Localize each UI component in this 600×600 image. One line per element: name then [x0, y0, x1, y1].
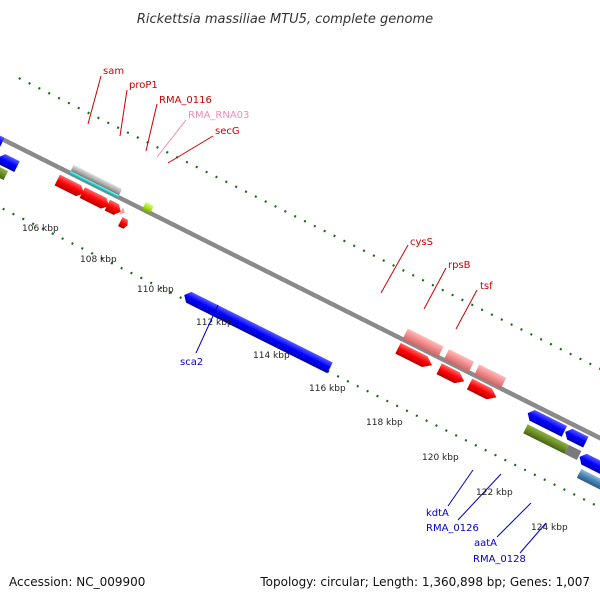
genome-track	[0, 77, 600, 517]
label-sam: sam	[103, 66, 124, 77]
gene-labels: sam proP1 RMA_0116 RMA_RNA03 secG cysS r…	[103, 66, 526, 565]
gene-rma-rna03[interactable]	[119, 207, 126, 216]
leader-sam	[87, 75, 102, 125]
label-leaders	[87, 75, 547, 554]
tick-label-120: 120 kbp	[422, 453, 459, 463]
label-tsf: tsf	[480, 281, 493, 292]
tick-label-108: 108 kbp	[80, 255, 117, 265]
leader-cysS	[380, 244, 409, 294]
label-rma-0116: RMA_0116	[159, 95, 212, 106]
label-rma-0126: RMA_0126	[426, 523, 479, 534]
tick-label-118: 118 kbp	[366, 418, 403, 428]
tick-label-112: 112 kbp	[196, 318, 233, 328]
accession-text: Accession: NC_009900	[9, 575, 145, 589]
gene-blue-right-2[interactable]	[563, 427, 589, 448]
gene-red-4[interactable]	[118, 217, 130, 230]
gene-blue-right-3[interactable]	[577, 452, 600, 477]
gene-sam-cyan[interactable]	[69, 171, 119, 198]
outer-guide-ring	[18, 77, 600, 406]
leader-tsf	[455, 289, 478, 330]
leader-sca2	[195, 304, 219, 354]
gene-rpsB[interactable]	[443, 349, 475, 373]
gene-red-3[interactable]	[104, 199, 124, 217]
gene-aatA[interactable]	[576, 468, 600, 492]
label-cysS: cysS	[410, 237, 433, 248]
genome-info-text: Topology: circular; Length: 1,360,898 bp…	[259, 575, 590, 589]
label-secG: secG	[215, 126, 240, 137]
gene-red-cys[interactable]	[395, 342, 434, 371]
leader-proP1	[119, 89, 128, 137]
map-title: Rickettsia massiliae MTU5, complete geno…	[137, 12, 433, 27]
gene-rma-0126-grey[interactable]	[564, 444, 582, 461]
gene-red-2[interactable]	[79, 187, 112, 211]
gene-tsf[interactable]	[474, 364, 507, 389]
label-sca2: sca2	[180, 357, 203, 368]
gene-blue-left-1[interactable]	[0, 127, 5, 149]
gene-kdtA[interactable]	[525, 408, 568, 437]
gene-red-tsf[interactable]	[466, 378, 499, 403]
label-rma-rna03: RMA_RNA03	[188, 110, 249, 121]
leader-rma-0126	[457, 473, 502, 521]
tick-labels: 106 kbp 108 kbp 110 kbp 112 kbp 114 kbp …	[22, 224, 568, 533]
leader-rpsB	[423, 267, 447, 310]
leader-rma-rna03	[156, 119, 187, 158]
tick-label-106: 106 kbp	[22, 224, 59, 234]
label-kdtA: kdtA	[426, 508, 449, 519]
leader-kdtA	[447, 469, 474, 507]
tick-label-114: 114 kbp	[253, 351, 290, 361]
label-proP1: proP1	[129, 80, 158, 91]
gene-blue-left-2[interactable]	[0, 152, 20, 172]
leader-rma-0128	[519, 522, 547, 554]
gene-sam[interactable]	[70, 164, 123, 196]
gene-sca2[interactable]	[182, 290, 333, 374]
tick-label-110: 110 kbp	[137, 285, 174, 295]
leader-rma-0116	[145, 103, 158, 152]
gene-red-1[interactable]	[54, 174, 87, 199]
tick-label-122: 122 kbp	[476, 488, 513, 498]
label-rpsB: rpsB	[448, 260, 471, 271]
leader-aatA	[496, 502, 532, 538]
tick-label-124: 124 kbp	[531, 523, 568, 533]
gene-rma-0126[interactable]	[523, 424, 569, 454]
leader-secG	[167, 135, 214, 164]
tick-label-116: 116 kbp	[309, 384, 346, 394]
label-rma-0128: RMA_0128	[473, 554, 526, 565]
gene-cysS[interactable]	[402, 328, 444, 358]
label-aatA: aatA	[474, 538, 497, 549]
gene-olive-left[interactable]	[0, 160, 9, 181]
gene-secG[interactable]	[141, 201, 154, 215]
gene-red-rps[interactable]	[436, 363, 466, 386]
